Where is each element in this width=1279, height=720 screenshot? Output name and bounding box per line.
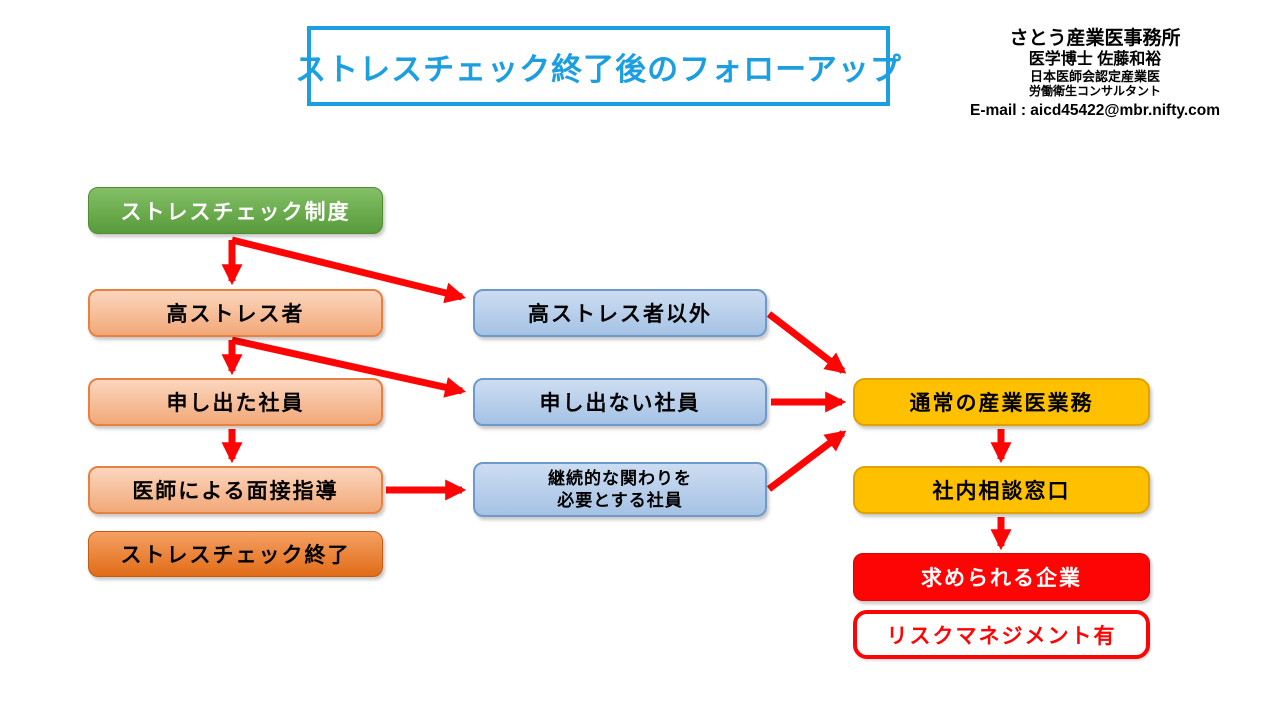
node-internal-consultation: 社内相談窓口 [853,466,1150,514]
credit-certification-1: 日本医師会認定産業医 [1029,69,1160,84]
credit-block: さとう産業医事務所 医学博士 佐藤和裕 日本医師会認定産業医 労働衛生コンサルタ… [945,28,1245,121]
node-label: 高ストレス者以外 [528,303,712,326]
slide-title: ストレスチェック終了後のフォローアップ [295,51,902,87]
node-label-line2: 必要とする社員 [557,490,683,510]
credit-email: E-mail : aicd45422@mbr.nifty.com [970,102,1220,119]
edge-continuous-care-to-normal-duties [766,430,847,492]
node-label: リスクマネジメント有 [886,624,1117,648]
node-stress-check-end: ストレスチェック終了 [88,531,383,577]
node-continuous-care: 継続的な関わりを 必要とする社員 [473,462,767,517]
node-label: 医師による面接指導 [132,480,339,503]
node-stress-check-system: ストレスチェック制度 [88,187,383,234]
node-high-stress: 高ストレス者 [88,289,383,337]
slide-title-box: ストレスチェック終了後のフォローアップ [295,26,901,106]
node-label: 通常の産業医業務 [909,392,1094,415]
credit-office-name: さとう産業医事務所 [1009,28,1181,49]
node-normal-occupational-health: 通常の産業医業務 [853,378,1150,426]
edge-non-high-stress-to-normal-duties [766,311,847,374]
node-label: 求められる企業 [921,567,1082,590]
node-label-line1: 継続的な関わりを [548,468,692,488]
node-label: 社内相談窓口 [932,480,1071,503]
node-declared-employee: 申し出た社員 [88,378,383,426]
node-label: 高ストレス者 [166,303,305,326]
node-undeclared-employee: 申し出ない社員 [473,378,767,426]
node-label: 申し出ない社員 [539,392,701,415]
node-label: ストレスチェック制度 [120,200,351,224]
credit-certification-2: 労働衛生コンサルタント [1028,84,1161,98]
node-label: 申し出た社員 [166,392,305,415]
credit-person-name: 医学博士 佐藤和裕 [1028,51,1162,68]
node-risk-management: リスクマネジメント有 [853,610,1150,659]
node-sought-after-company: 求められる企業 [853,553,1150,601]
node-label: ストレスチェック終了 [120,544,351,567]
node-non-high-stress: 高ストレス者以外 [473,289,767,337]
node-doctor-interview: 医師による面接指導 [88,466,383,514]
